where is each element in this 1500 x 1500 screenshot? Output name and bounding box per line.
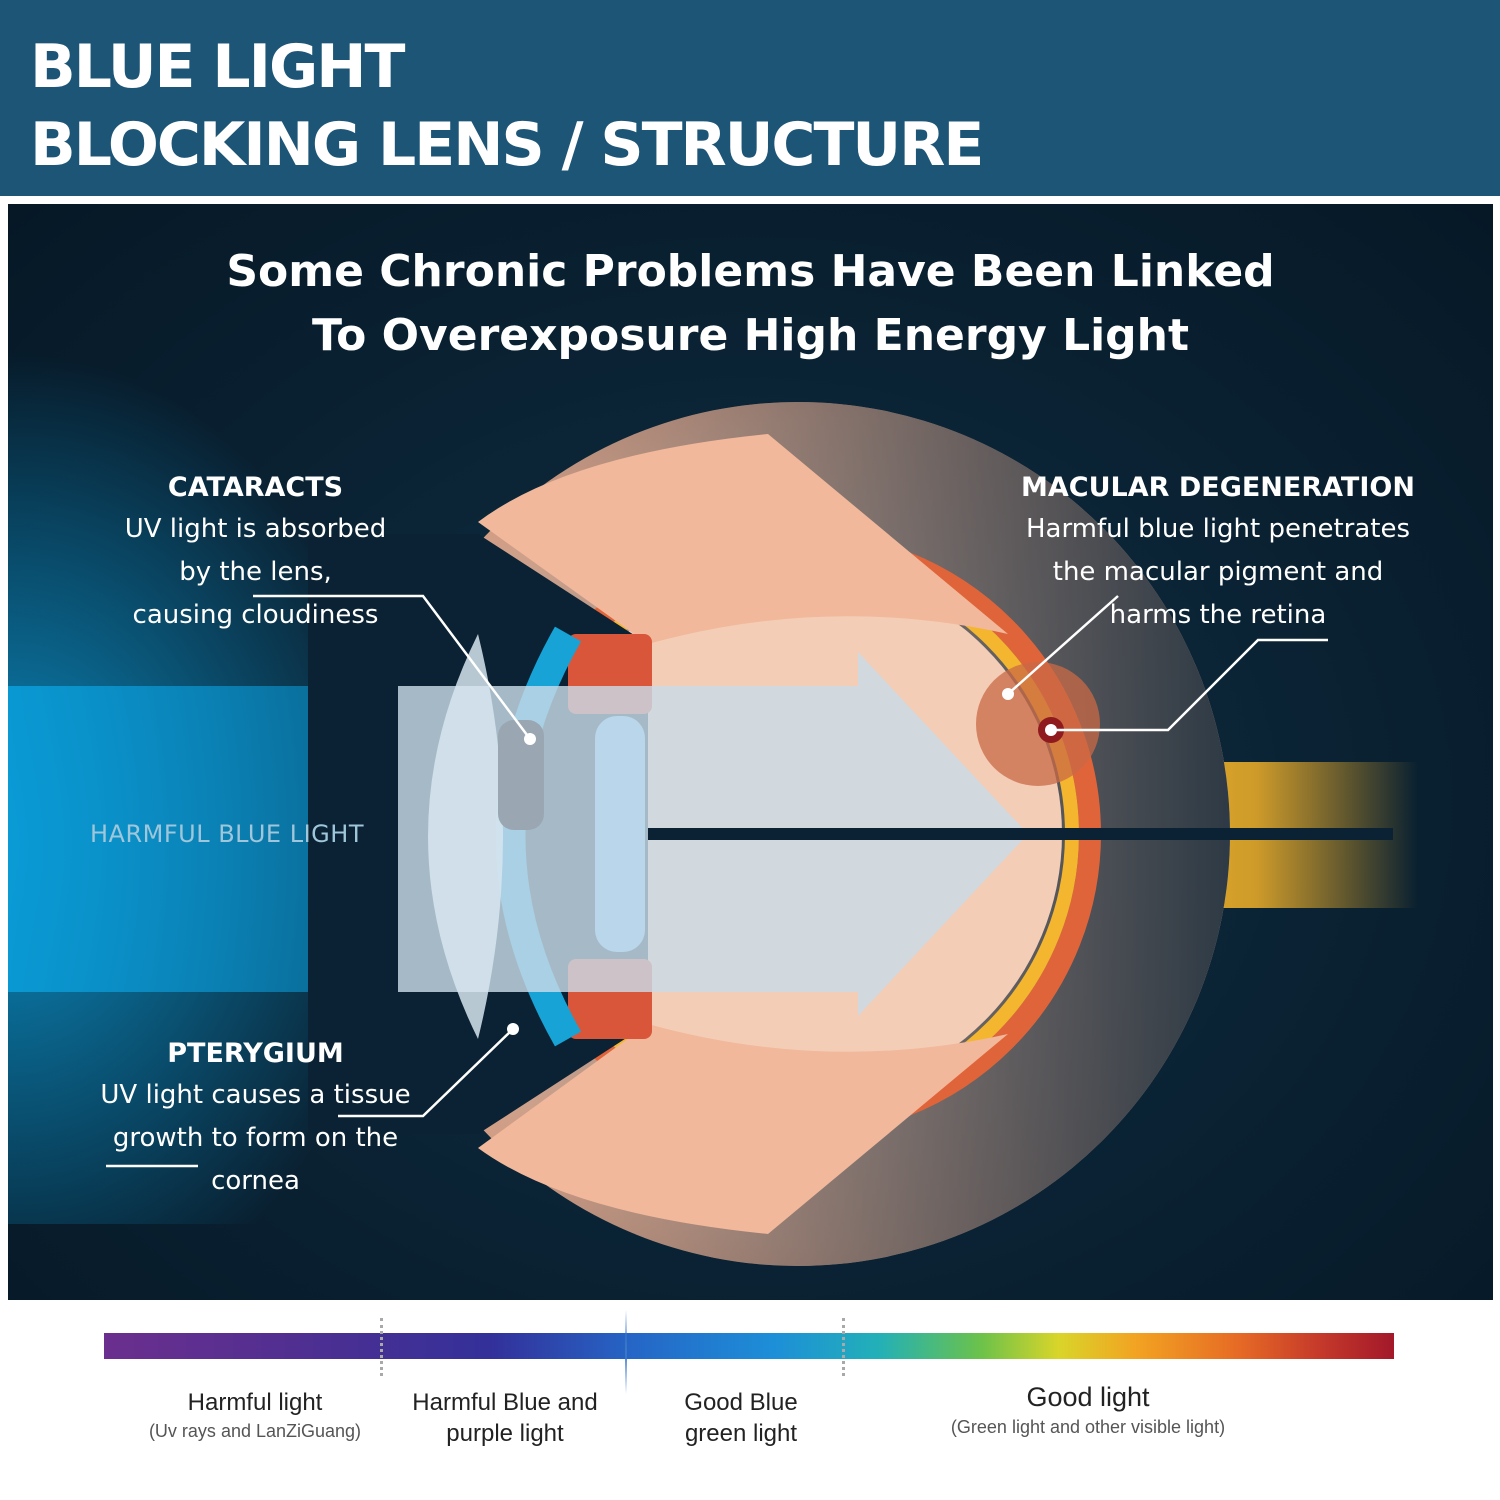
cataracts-callout: CATARACTS UV light is absorbed by the le… xyxy=(98,468,413,637)
spectrum-label-harmful: Harmful light (Uv rays and LanZiGuang) xyxy=(120,1387,390,1444)
cataracts-title: CATARACTS xyxy=(167,472,344,503)
panel-headline: Some Chronic Problems Have Been Linked T… xyxy=(8,240,1493,368)
macular-line-1: Harmful blue light penetrates xyxy=(1025,514,1411,544)
spectrum-label-harmful-blue-line-1: Harmful Blue and xyxy=(412,1389,598,1416)
cataracts-line-1: UV light is absorbed xyxy=(124,514,387,544)
macula-glow xyxy=(976,662,1100,786)
spectrum-label-good-blue-line-2: green light xyxy=(684,1420,798,1447)
spectrum-label-good-sub: (Green light and other visible light) xyxy=(950,1417,1226,1437)
macular-line-3: harms the retina xyxy=(1109,600,1327,630)
pterygium-line-2: growth to form on the xyxy=(112,1123,399,1153)
page-title-line-2: BLOCKING LENS / STRUCTURE xyxy=(30,110,984,180)
upper-sclera xyxy=(478,434,1008,644)
cataracts-line-2: by the lens, xyxy=(179,557,332,587)
pterygium-line-3: cornea xyxy=(211,1166,300,1196)
spectrum-label-good-blue-line-1: Good Blue xyxy=(684,1389,798,1416)
macular-dot-2 xyxy=(1045,724,1057,736)
spectrum-divider-1 xyxy=(380,1318,383,1376)
spectrum-label-harmful-main: Harmful light xyxy=(187,1389,323,1416)
pterygium-callout: PTERYGIUM UV light causes a tissue growt… xyxy=(88,1034,423,1203)
page-title: BLUE LIGHT BLOCKING LENS / STRUCTURE xyxy=(30,28,984,184)
macular-title: MACULAR DEGENERATION xyxy=(1021,472,1415,503)
pterygium-line-1: UV light causes a tissue xyxy=(100,1080,411,1110)
crystalline-lens xyxy=(595,716,645,952)
pterygium-dot xyxy=(507,1023,519,1035)
spectrum-divider-2 xyxy=(625,1310,627,1394)
eye-diagram-panel: Some Chronic Problems Have Been Linked T… xyxy=(8,204,1493,1300)
headline-line-1: Some Chronic Problems Have Been Linked xyxy=(226,246,1275,297)
header-banner: BLUE LIGHT BLOCKING LENS / STRUCTURE xyxy=(0,0,1500,196)
light-spectrum-bar xyxy=(104,1333,1394,1359)
pterygium-title: PTERYGIUM xyxy=(167,1038,344,1069)
cataract-spot xyxy=(498,720,544,830)
spectrum-label-good-blue: Good Blue green light xyxy=(650,1387,832,1449)
macular-dot-1 xyxy=(1002,688,1014,700)
macular-callout: MACULAR DEGENERATION Harmful blue light … xyxy=(1003,468,1433,637)
macular-leader-1 xyxy=(1007,595,1119,695)
spectrum-label-good-main: Good light xyxy=(1026,1382,1150,1412)
spectrum-divider-3 xyxy=(842,1318,845,1376)
macular-leader-2 xyxy=(1051,638,1328,732)
spectrum-label-harmful-blue-line-2: purple light xyxy=(446,1420,564,1447)
headline-line-2: To Overexposure High Energy Light xyxy=(311,310,1190,361)
spectrum-label-harmful-blue: Harmful Blue and purple light xyxy=(395,1387,615,1449)
pterygium-leader xyxy=(338,1028,514,1118)
front-lens-bulge xyxy=(428,634,503,1039)
macular-line-2: the macular pigment and xyxy=(1052,557,1384,587)
cataracts-dot xyxy=(524,733,536,745)
eye-illustration xyxy=(8,324,1418,1266)
page-title-line-1: BLUE LIGHT xyxy=(30,32,405,102)
harmful-blue-light-label: HARMFUL BLUE LIGHT xyxy=(90,820,364,848)
cataracts-line-3: causing cloudiness xyxy=(132,600,379,630)
cataracts-leader xyxy=(253,594,532,740)
lower-sclera xyxy=(478,1024,1008,1234)
spectrum-label-good: Good light (Green light and other visibl… xyxy=(920,1380,1256,1440)
optic-axis xyxy=(648,828,1393,840)
spectrum-label-harmful-sub: (Uv rays and LanZiGuang) xyxy=(148,1421,362,1441)
